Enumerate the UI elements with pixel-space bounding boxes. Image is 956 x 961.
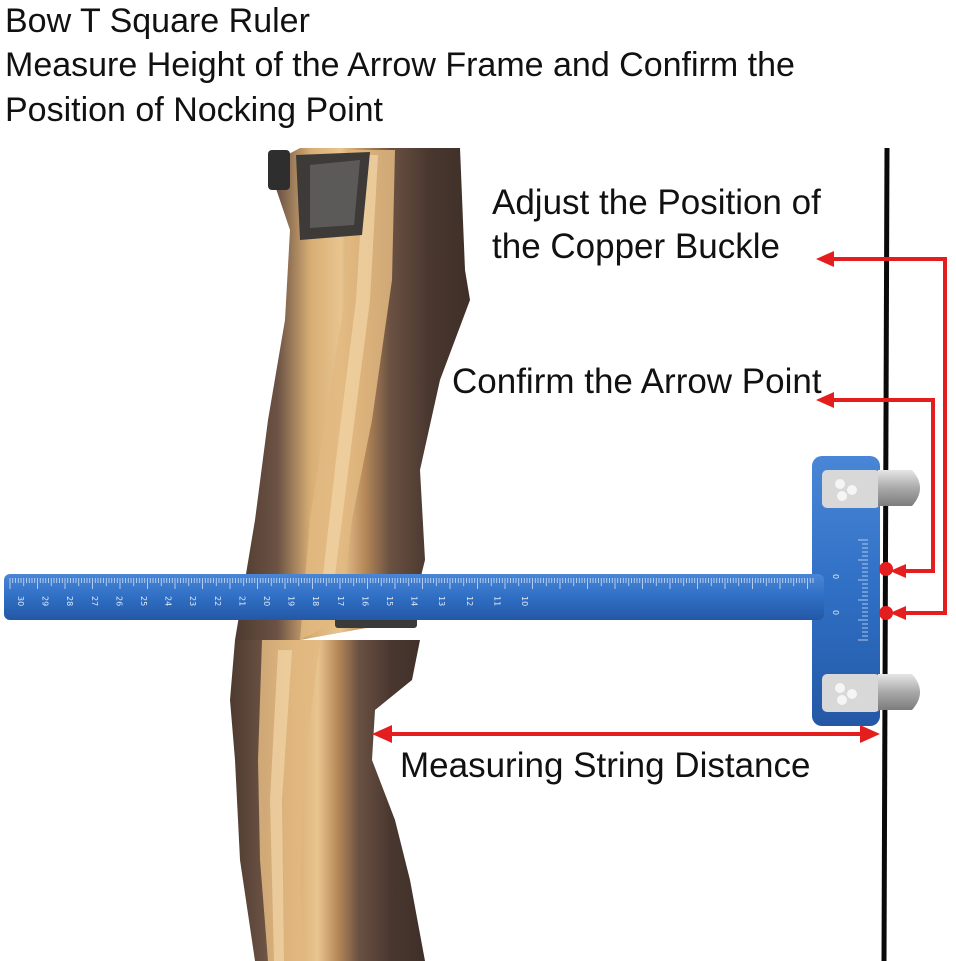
arrow-point-arrow — [830, 398, 935, 573]
callout-copper-buckle-line1: Adjust the Position of — [492, 183, 821, 222]
nocking-dot-upper — [879, 562, 893, 576]
ruler-scale-label: 13 — [437, 596, 446, 606]
ruler-scale-label: 18 — [311, 596, 320, 606]
copper-buckle-arrow — [830, 257, 947, 615]
ruler-scale-label: 23 — [188, 596, 197, 606]
ruler-scale-label: 28 — [65, 596, 74, 606]
ruler-scale-label: 30 — [16, 596, 25, 606]
ruler-scale-label: 29 — [41, 596, 50, 606]
ruler-scale-label: 26 — [114, 596, 123, 606]
ruler-scale-label: 21 — [237, 596, 246, 606]
annotation-arrows — [372, 251, 947, 743]
ruler-scale-label: 20 — [262, 596, 271, 606]
nocking-dot-lower — [879, 606, 893, 620]
ruler-scale-label: 17 — [336, 596, 345, 606]
ruler-scale-label: 11 — [492, 596, 501, 606]
t-square-ruler: 30 29 28 27 26 25 24 23 22 21 20 19 18 17 16 15 14 13 12 11… — [4, 456, 920, 726]
ruler-scale-label: 22 — [213, 596, 222, 606]
bow-string — [881, 147, 890, 961]
head-mark-upper: 0 — [831, 574, 840, 579]
title-line-3: Position of Nocking Point — [5, 91, 383, 129]
ruler-scale-label: 15 — [385, 596, 394, 606]
title-line-1: Bow T Square Ruler — [5, 2, 310, 40]
ruler-scale-label: 24 — [164, 596, 173, 606]
lower-clip — [822, 674, 920, 712]
ruler-scale-label: 19 — [287, 596, 296, 606]
head-mark-lower: 0 — [831, 610, 840, 615]
ruler-scale-label: 12 — [465, 596, 474, 606]
ruler-scale-label: 14 — [410, 596, 419, 606]
ruler-scale-label: 16 — [360, 596, 369, 606]
upper-clip — [822, 470, 920, 508]
callout-string-distance: Measuring String Distance — [400, 746, 811, 785]
title-line-2: Measure Height of the Arrow Frame and Co… — [5, 46, 795, 84]
callout-copper-buckle-line2: the Copper Buckle — [492, 227, 780, 266]
ruler-scale-label: 27 — [90, 596, 99, 606]
ruler-scale-label: 10 — [520, 596, 529, 606]
bow-riser — [230, 148, 470, 961]
ruler-scale-label: 25 — [139, 596, 148, 606]
callout-arrow-point: Confirm the Arrow Point — [452, 362, 822, 401]
